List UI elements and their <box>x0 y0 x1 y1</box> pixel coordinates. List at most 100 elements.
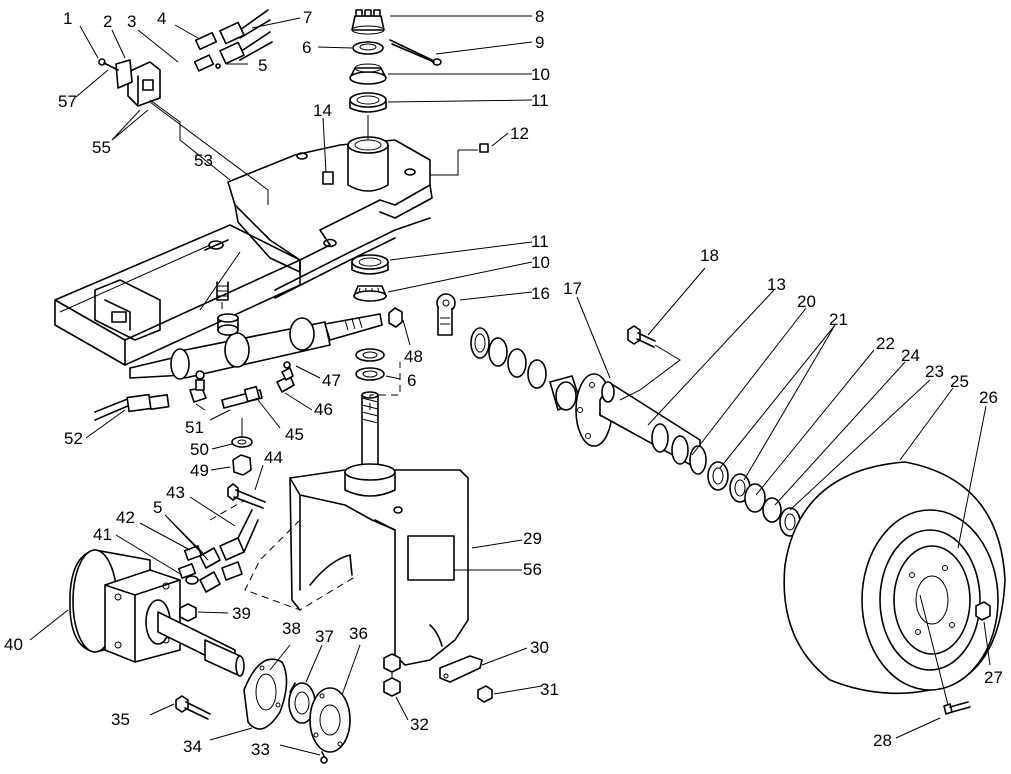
callout-45: 45 <box>285 425 304 444</box>
callout-21: 21 <box>829 310 848 329</box>
callout-39: 39 <box>232 604 251 623</box>
callout-8: 8 <box>535 7 544 26</box>
tie-rod-end <box>436 293 456 336</box>
bolt-18 <box>627 325 656 348</box>
callout-48: 48 <box>404 347 423 366</box>
callout-32: 32 <box>410 715 429 734</box>
spindle-washers <box>707 461 801 537</box>
bolt-1 <box>98 58 119 71</box>
callout-14: 14 <box>313 101 332 120</box>
callout-2: 2 <box>103 12 112 31</box>
tire-25 <box>783 461 1006 695</box>
cone-bearing-lower <box>353 285 387 302</box>
callout-10-lower: 10 <box>531 253 550 272</box>
bolt-35 <box>175 695 211 720</box>
callout-5-top: 5 <box>258 56 267 75</box>
washer-6-top <box>352 41 384 55</box>
callout-35: 35 <box>111 710 130 729</box>
callout-55: 55 <box>92 138 111 157</box>
callout-29: 29 <box>523 529 542 548</box>
bearing-cup-top <box>349 92 387 113</box>
jam-nut-48 <box>388 307 403 328</box>
bracket-55 <box>115 59 161 107</box>
callout-5-lower: 5 <box>153 498 162 517</box>
callout-30: 30 <box>530 638 549 657</box>
steering-mount-plate <box>227 139 433 299</box>
hose-52 <box>94 393 170 421</box>
callout-16: 16 <box>531 284 550 303</box>
callout-53: 53 <box>194 151 213 170</box>
wheel-hub-17 <box>575 373 707 475</box>
flange-36 <box>309 687 351 753</box>
callout-28: 28 <box>873 731 892 750</box>
hydraulic-motor <box>69 549 245 677</box>
nut-39 <box>179 603 197 622</box>
callout-38: 38 <box>282 619 301 638</box>
leader-lines <box>29 15 991 756</box>
grease-fitting-33 <box>320 756 328 764</box>
callout-4: 4 <box>157 9 166 28</box>
callout-1: 1 <box>63 9 72 28</box>
callout-7: 7 <box>303 8 312 27</box>
callout-25: 25 <box>950 372 969 391</box>
callout-10-top: 10 <box>531 65 550 84</box>
nut-49 <box>232 454 252 476</box>
caster-fork <box>289 463 469 666</box>
callout-56: 56 <box>523 560 542 579</box>
callout-6-top: 6 <box>302 38 311 57</box>
decal-56 <box>407 535 455 581</box>
callout-49: 49 <box>190 461 209 480</box>
callout-33: 33 <box>251 740 270 759</box>
cotter-pin <box>389 39 442 66</box>
callout-41: 41 <box>93 525 112 544</box>
callout-26: 26 <box>979 388 998 407</box>
callout-11-lower: 11 <box>531 232 549 251</box>
callout-13: 13 <box>767 275 786 294</box>
callout-18: 18 <box>700 246 719 265</box>
callout-20: 20 <box>797 292 816 311</box>
elbow-fitting-51 <box>189 370 207 403</box>
callout-47: 47 <box>322 371 341 390</box>
callout-22: 22 <box>876 334 895 353</box>
castle-nut <box>351 9 385 35</box>
fittings-4 <box>193 31 221 72</box>
callout-57: 57 <box>58 92 77 111</box>
cone-bearing-top <box>349 63 387 85</box>
motor-fittings <box>177 509 259 593</box>
callout-6-lower: 6 <box>407 371 416 390</box>
lug-nut-27 <box>975 601 991 621</box>
hub-38 <box>243 658 288 730</box>
callout-43: 43 <box>166 483 185 502</box>
elbow-fitting-46 <box>276 361 295 393</box>
plate-nut <box>322 171 334 185</box>
seal-rings-left <box>470 327 547 389</box>
bracket-30 <box>439 655 483 683</box>
callout-12: 12 <box>510 124 529 143</box>
washer-50 <box>231 436 253 448</box>
callout-11-top: 11 <box>531 91 549 110</box>
callout-46: 46 <box>314 400 333 419</box>
steering-cylinder <box>129 281 383 380</box>
callout-44: 44 <box>264 448 283 467</box>
callout-36: 36 <box>349 624 368 643</box>
callout-37: 37 <box>315 627 334 646</box>
callout-51: 51 <box>185 418 204 437</box>
callout-24: 24 <box>901 346 920 365</box>
bearing-housing <box>347 136 389 192</box>
callout-50: 50 <box>190 440 209 459</box>
hose-fitting-45 <box>221 385 263 409</box>
callout-23: 23 <box>925 362 944 381</box>
callout-27: 27 <box>984 668 1003 687</box>
callout-31: 31 <box>540 680 559 699</box>
hose-7 <box>219 9 273 65</box>
callout-labels: 1 2 3 4 5 5 6 6 7 8 9 10 10 11 11 12 13 … <box>4 7 1003 759</box>
nut-31 <box>477 685 493 703</box>
callout-40: 40 <box>4 635 23 654</box>
callout-9: 9 <box>535 33 544 52</box>
callout-34: 34 <box>183 737 202 756</box>
callout-52: 52 <box>64 429 83 448</box>
screw-12 <box>479 143 489 153</box>
bolt-44 <box>227 483 266 509</box>
callout-3: 3 <box>127 12 136 31</box>
